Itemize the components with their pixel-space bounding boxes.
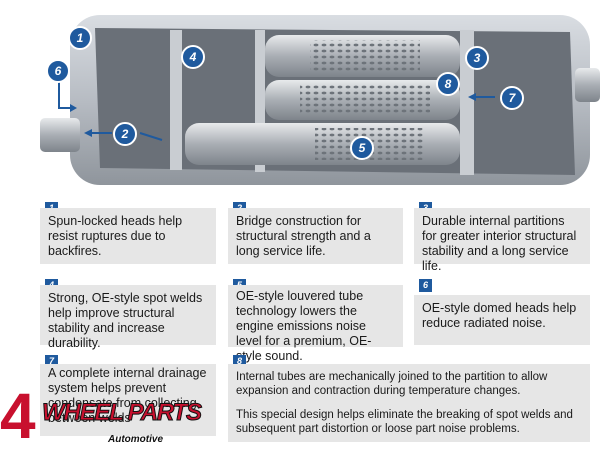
callout-4-text: Strong, OE-style spot welds help improve… [48, 291, 203, 350]
callout-6-number: 6 [419, 279, 432, 292]
diagram-marker-1 [68, 26, 92, 50]
logo-wordmark: WHEEL PARTS [42, 399, 202, 426]
arrow-2-right [139, 132, 163, 141]
callout-4-box: Strong, OE-style spot welds help improve… [40, 285, 216, 350]
callout-1-text: Spun-locked heads help resist ruptures d… [48, 214, 183, 258]
diagram-marker-6 [46, 59, 70, 83]
arrow-2-left-head [84, 129, 92, 137]
diagram-marker-5 [350, 136, 374, 160]
callout-1-box: Spun-locked heads help resist ruptures d… [40, 208, 216, 264]
diagram-marker-label-2: 2 [121, 127, 129, 141]
diagram-marker-2 [113, 122, 137, 146]
callout-6-text: OE-style domed heads help reduce radiate… [422, 301, 577, 330]
callout-8-paragraph-2: This special design helps eliminate the … [236, 409, 573, 435]
arrow-7-head [468, 93, 476, 101]
callout-5-text: OE-style louvered tube technology lowers… [236, 289, 372, 363]
callout-2-box: Bridge construction for structural stren… [228, 208, 403, 264]
diagram-marker-label-8: 8 [445, 77, 452, 91]
diagram-marker-label-5: 5 [359, 141, 366, 155]
callout-7-text: A complete internal drainage system help… [48, 366, 207, 425]
callout-7-box: A complete internal drainage system help… [40, 364, 216, 436]
callout-8-box: Internal tubes are mechanically joined t… [228, 364, 590, 442]
callout-6-box: OE-style domed heads help reduce radiate… [414, 295, 590, 345]
muffler-cutaway-diagram: 1 2 3 4 5 6 7 8 [40, 15, 600, 185]
diagram-marker-7 [500, 86, 524, 110]
louvers-middle [300, 85, 430, 115]
callout-8-paragraph-1: Internal tubes are mechanically joined t… [236, 371, 548, 397]
diagram-marker-label-4: 4 [189, 50, 197, 64]
arrow-6-head [70, 104, 77, 112]
four-wheel-parts-logo: 4 WHEEL PARTS Automotive [0, 380, 203, 450]
callout-2-text: Bridge construction for structural stren… [236, 214, 371, 258]
inlet-pipe [40, 118, 80, 152]
diagram-marker-8 [436, 72, 460, 96]
arrow-6 [58, 80, 72, 109]
diagram-marker-label-7: 7 [509, 91, 517, 105]
diagram-marker-3 [465, 46, 489, 70]
diagram-marker-label-1: 1 [77, 31, 84, 45]
diagram-marker-label-3: 3 [474, 51, 481, 65]
louvers-top [310, 40, 420, 72]
logo-subtext: Automotive [107, 434, 163, 445]
callout-5-box: OE-style louvered tube technology lowers… [228, 285, 403, 363]
partition-middle [255, 30, 265, 172]
partition-left [170, 30, 182, 170]
diagram-marker-4 [181, 45, 205, 69]
outlet-pipe [575, 68, 600, 102]
diagram-marker-label-6: 6 [55, 64, 62, 78]
callout-3-text: Durable internal partitions for greater … [422, 214, 577, 273]
callout-3-box: Durable internal partitions for greater … [414, 208, 590, 273]
logo-number-4: 4 [0, 380, 36, 450]
